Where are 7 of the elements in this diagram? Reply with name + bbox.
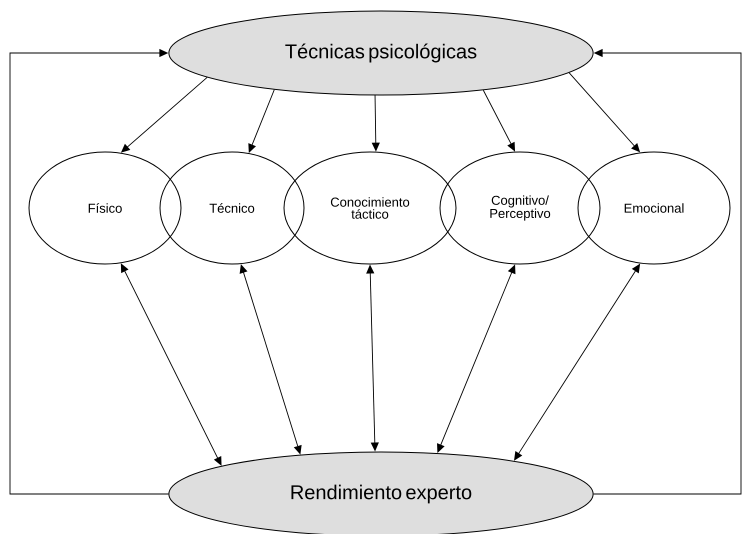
ellipse-node: Cognitivo/ Perceptivo xyxy=(440,152,600,264)
arrow xyxy=(10,48,169,494)
ellipse-node: Conocimiento táctico xyxy=(284,152,456,264)
ellipse-node: Emocional xyxy=(578,152,730,264)
ellipse-node: Técnico xyxy=(160,152,304,264)
ellipse-node: Físico xyxy=(28,152,182,264)
ellipse-node: Técnicas psicológicas xyxy=(168,10,594,96)
